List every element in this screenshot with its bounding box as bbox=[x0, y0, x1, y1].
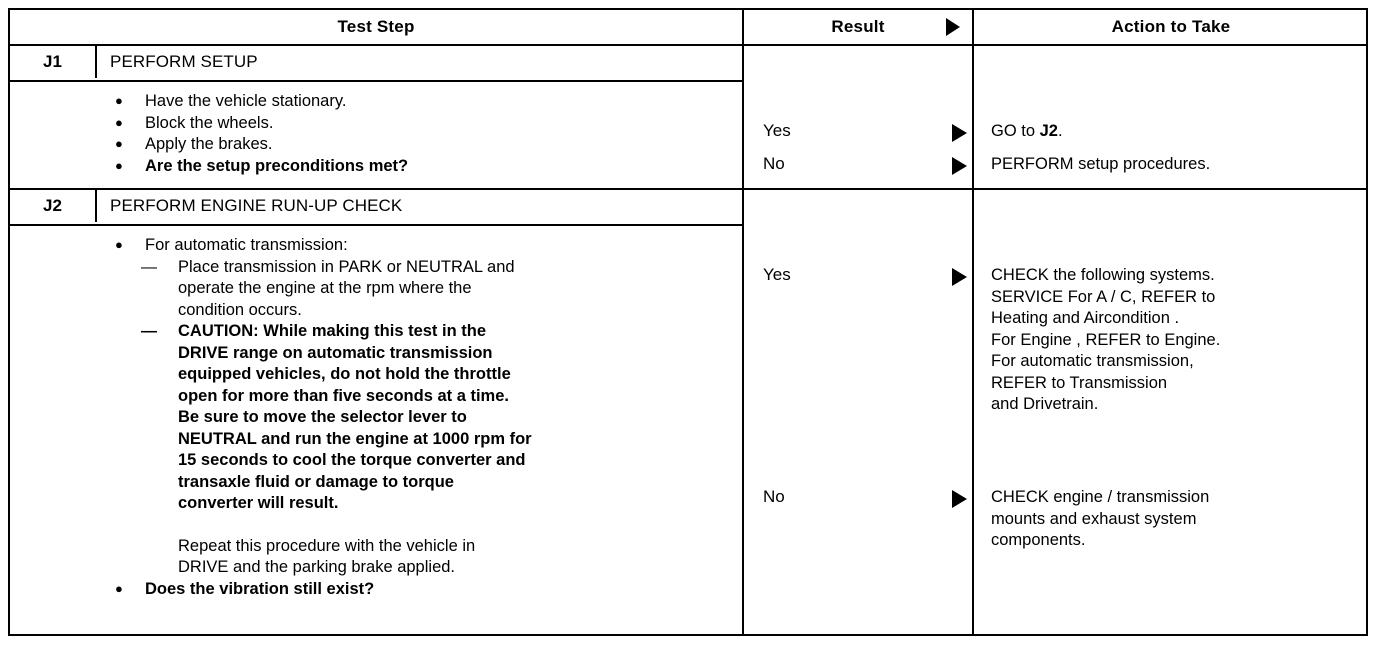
step-body-row-j1: Have the vehicle stationary. Block the w… bbox=[10, 81, 1368, 191]
action-line: CHECK engine / transmission bbox=[991, 488, 1210, 507]
flow-table: Test Step Result Action to Take J1 PERFO… bbox=[10, 10, 1368, 634]
list-item: For automatic transmission: bbox=[10, 234, 734, 257]
step-title-action-spacer-j2 bbox=[972, 189, 1368, 226]
step-id-j2: J2 bbox=[10, 190, 97, 223]
action-line: components. bbox=[991, 531, 1086, 550]
column-header-test-step: Test Step bbox=[10, 10, 743, 46]
bullet-list-j2-final: Does the vibration still exist? bbox=[10, 578, 734, 601]
step-title-j1: PERFORM SETUP bbox=[110, 52, 258, 71]
caution-line: NEUTRAL and run the engine at 1000 rpm f… bbox=[178, 429, 532, 448]
action-line: For automatic transmission, bbox=[991, 352, 1194, 371]
paragraph-spacer bbox=[10, 515, 734, 536]
column-header-result: Result bbox=[742, 10, 973, 46]
list-item: Block the wheels. bbox=[10, 112, 734, 135]
result-cell-j2: Yes No bbox=[742, 225, 973, 634]
paragraph-line: Repeat this procedure with the vehicle i… bbox=[178, 536, 476, 555]
result-label: No bbox=[763, 154, 785, 174]
step-body-cell-j1: Have the vehicle stationary. Block the w… bbox=[10, 81, 743, 191]
paragraph-line: DRIVE and the parking brake applied. bbox=[178, 558, 456, 577]
step-title-cell-j1: J1 PERFORM SETUP bbox=[10, 45, 743, 83]
step-body-row-j2: For automatic transmission: Place transm… bbox=[10, 225, 1368, 634]
triangle-right-icon bbox=[952, 124, 967, 143]
step-id-j1: J1 bbox=[10, 46, 97, 78]
step-title-result-spacer-j1 bbox=[742, 45, 973, 82]
bullet-list-j1: Have the vehicle stationary. Block the w… bbox=[10, 90, 734, 178]
diagnostic-flow-table: Test Step Result Action to Take J1 PERFO… bbox=[8, 8, 1368, 636]
list-item: Have the vehicle stationary. bbox=[10, 90, 734, 113]
caution-line: open for more than five seconds at a tim… bbox=[178, 386, 509, 405]
action-line: PERFORM setup procedures. bbox=[991, 155, 1211, 174]
step-body-cell-j2: For automatic transmission: Place transm… bbox=[10, 225, 743, 634]
bullet-list-j2: For automatic transmission: bbox=[10, 234, 734, 257]
caution-line: transaxle fluid or damage to torque bbox=[178, 472, 454, 491]
action-text-yes-j1: GO to J2. bbox=[991, 121, 1360, 143]
action-cell-j1: GO to J2. PERFORM setup procedures. bbox=[972, 81, 1368, 191]
list-item: Are the setup preconditions met? bbox=[10, 155, 734, 178]
column-header-action: Action to Take bbox=[972, 10, 1368, 46]
step-title-cell-j2: J2 PERFORM ENGINE RUN-UP CHECK bbox=[10, 189, 743, 227]
caution-line: converter will result. bbox=[178, 494, 339, 513]
action-line: REFER to Transmission bbox=[991, 373, 1168, 392]
action-cell-j2: CHECK the following systems. SERVICE For… bbox=[972, 225, 1368, 634]
caution-line: DRIVE range on automatic transmission bbox=[178, 343, 493, 362]
dash-line: operate the engine at the rpm where the bbox=[178, 279, 472, 298]
caution-line: equipped vehicles, do not hold the throt… bbox=[178, 365, 511, 384]
action-line: SERVICE For A / C, REFER to bbox=[991, 287, 1216, 306]
step-title-result-spacer-j2 bbox=[742, 189, 973, 226]
step-title-j2: PERFORM ENGINE RUN-UP CHECK bbox=[110, 196, 403, 216]
triangle-right-icon bbox=[952, 157, 967, 176]
step-title-row-j2: J2 PERFORM ENGINE RUN-UP CHECK bbox=[10, 189, 1368, 227]
closing-paragraph: Repeat this procedure with the vehicle i… bbox=[10, 536, 734, 579]
result-cell-j1: Yes No bbox=[742, 81, 973, 191]
column-header-result-label: Result bbox=[831, 17, 885, 36]
action-line: Heating and Aircondition . bbox=[991, 309, 1180, 328]
step-title-action-spacer-j1 bbox=[972, 45, 1368, 82]
caution-line: 15 seconds to cool the torque converter … bbox=[178, 451, 526, 470]
caution-line: CAUTION: While making this test in the bbox=[178, 322, 487, 341]
action-text-yes-j2: CHECK the following systems. SERVICE For… bbox=[991, 265, 1360, 416]
step-reference: J2 bbox=[1039, 122, 1058, 141]
step-title-row-j1: J1 PERFORM SETUP bbox=[10, 45, 1368, 83]
dash-item: Place transmission in PARK or NEUTRAL an… bbox=[10, 257, 734, 322]
action-line: and Drivetrain. bbox=[991, 395, 1099, 414]
action-line: GO to J2. bbox=[991, 122, 1063, 141]
action-line: For Engine , REFER to Engine. bbox=[991, 330, 1221, 349]
triangle-right-icon bbox=[952, 268, 967, 287]
result-label: Yes bbox=[763, 121, 791, 141]
triangle-right-icon bbox=[946, 18, 960, 36]
list-item: Apply the brakes. bbox=[10, 133, 734, 156]
action-text-no-j1: PERFORM setup procedures. bbox=[991, 154, 1360, 176]
dash-line: Place transmission in PARK or NEUTRAL an… bbox=[178, 257, 515, 276]
table-header-row: Test Step Result Action to Take bbox=[10, 10, 1368, 46]
action-line: mounts and exhaust system bbox=[991, 509, 1197, 528]
action-text-no-j2: CHECK engine / transmission mounts and e… bbox=[991, 487, 1360, 552]
result-label: Yes bbox=[763, 265, 791, 285]
caution-line: Be sure to move the selector lever to bbox=[178, 408, 467, 427]
triangle-right-icon bbox=[952, 490, 967, 509]
dash-item-caution: CAUTION: While making this test in the D… bbox=[10, 321, 734, 515]
dash-line: condition occurs. bbox=[178, 300, 302, 319]
list-item: Does the vibration still exist? bbox=[10, 578, 734, 601]
result-label: No bbox=[763, 487, 785, 507]
action-line: CHECK the following systems. bbox=[991, 266, 1215, 285]
